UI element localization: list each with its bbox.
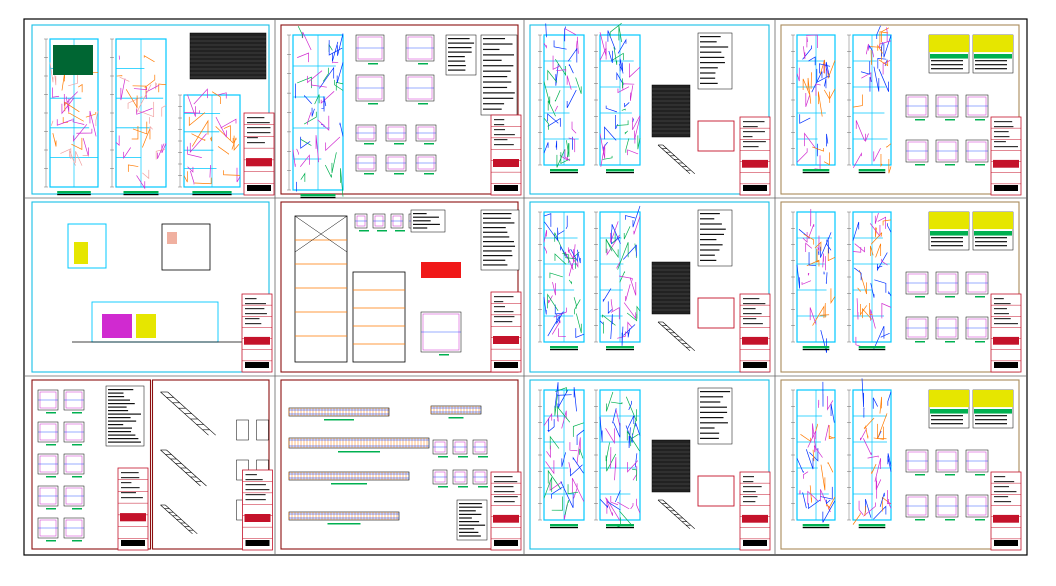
- sheet-a-06: [280, 201, 522, 373]
- sheet-a-07: [529, 201, 771, 373]
- sheet-border: [529, 379, 770, 550]
- sheet-a-02: [280, 24, 522, 199]
- sheet-a-09: [31, 379, 152, 551]
- sheet-a-13: [780, 378, 1022, 551]
- sheet-a-08: [780, 201, 1022, 373]
- sheet-border: [780, 24, 1020, 195]
- sheet-a-01: [31, 24, 275, 196]
- sheet-border: [529, 24, 770, 195]
- sheet-a-11: [280, 379, 522, 551]
- sheet-border: [31, 201, 270, 373]
- sheet-a-12: [529, 379, 771, 551]
- sheet-a-04: [780, 24, 1022, 196]
- sheet-a-03: [529, 22, 771, 196]
- sheet-border: [280, 24, 519, 195]
- sheet-a-05: [31, 201, 273, 373]
- sheet-a-10: [151, 379, 273, 551]
